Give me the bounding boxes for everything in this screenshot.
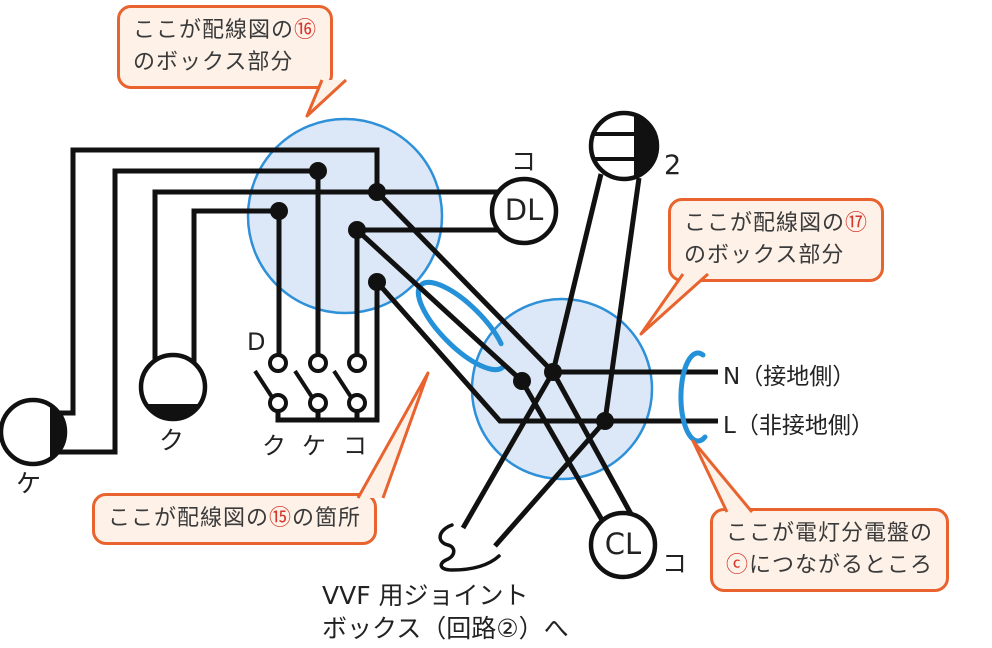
wire-lamp-ke-switch: [58, 168, 318, 455]
junction-dot: [309, 162, 327, 180]
circled-16: ⑯: [294, 18, 318, 43]
wire-switch-common-bus: [275, 282, 380, 423]
wire-box16-box17-neutral: [375, 190, 555, 374]
cut-squiggle: [438, 523, 501, 572]
circled-15: ⑮: [269, 506, 293, 531]
downlight-label: DL: [504, 193, 544, 227]
circled-c: ⓒ: [726, 552, 750, 578]
junction-dot: [513, 372, 531, 390]
callout-panel-c-line1: ここが電灯分電盤の: [726, 521, 934, 546]
switch-ku-lever: [253, 369, 274, 399]
wire-to-joint-box-2: [493, 419, 607, 548]
callout-panel-c: ここが電灯分電盤の ⓒにつながるところ: [710, 508, 950, 592]
switch-ko-top: [347, 353, 367, 373]
circled-17: ⑰: [845, 211, 869, 236]
junction-dot: [368, 273, 386, 291]
switch-tag-ko: コ: [343, 432, 367, 460]
switch-ko-bottom: [347, 393, 367, 413]
outlet-count-label: 2: [664, 150, 682, 181]
cable-marker-ellipse: [415, 279, 509, 373]
ceiling-light-tag: コ: [662, 549, 688, 578]
ceiling-light-symbol: [588, 510, 658, 580]
switch-ko-lever: [332, 369, 353, 399]
outlet-fill: [634, 115, 656, 177]
callout-box16-line2: のボックス部分: [133, 49, 294, 75]
joint-box-note-line2: ボックス（回路②）へ: [322, 614, 569, 643]
junction-dot: [544, 363, 562, 381]
switch-ku-top: [268, 353, 288, 373]
switch-ke-bottom: [308, 393, 328, 413]
wire-box16-box17-switched: [355, 228, 524, 383]
downlight-symbol: [489, 176, 559, 246]
callout-box17: ここが配線図の⑰ のボックス部分: [668, 198, 885, 282]
lamp-ku-symbol: [138, 352, 208, 422]
switch-ke-top: [308, 353, 328, 373]
junction-dot: [270, 202, 288, 220]
downlight-tag: コ: [511, 147, 537, 176]
wire-lamp-ke-neutral: [59, 147, 380, 416]
cable-marker-arc: [678, 350, 708, 444]
lamp-ku-fill: [146, 404, 200, 419]
callout-spot15: ここが配線図の⑮の箇所: [92, 493, 378, 545]
callout-box16: ここが配線図の⑯ のボックス部分: [117, 5, 334, 89]
live-line-label: L（非接地側）: [723, 413, 874, 439]
switch-ku-bottom: [268, 393, 288, 413]
lamp-ke-symbol: [0, 397, 68, 467]
wire-to-joint-box-1: [460, 370, 556, 530]
wire-cl-neutral: [550, 370, 634, 516]
callout-box17-line2: のボックス部分: [684, 242, 845, 268]
ceiling-light-label: CL: [604, 527, 642, 561]
neutral-line-label: N（接地側）: [723, 364, 856, 390]
lamp-ku-tag: ク: [159, 426, 185, 455]
wire-lamp-ku-switch: [191, 208, 279, 362]
wire-live-line: [375, 280, 718, 424]
callout-box16-line1: ここが配線図の⑯: [133, 18, 318, 43]
junction-dot: [348, 221, 366, 239]
wire-outlet-live: [602, 177, 642, 422]
switch-tag-ku: ク: [262, 432, 286, 460]
joint-box-note-line1: VVF 用ジョイント: [322, 581, 529, 610]
switch-ke-lever: [293, 369, 314, 399]
lamp-ke-tag: ケ: [16, 469, 42, 498]
switch-group-label: D: [247, 328, 266, 356]
junction-dot: [368, 183, 386, 201]
switch-tag-ke: ケ: [302, 432, 326, 460]
junction-dot: [596, 412, 614, 430]
callout-panel-c-line2: ⓒにつながるところ: [726, 552, 934, 578]
callout-box17-line1: ここが配線図の⑰: [684, 211, 869, 236]
lamp-ke-fill: [50, 405, 65, 459]
wire-outlet-neutral: [550, 173, 604, 373]
